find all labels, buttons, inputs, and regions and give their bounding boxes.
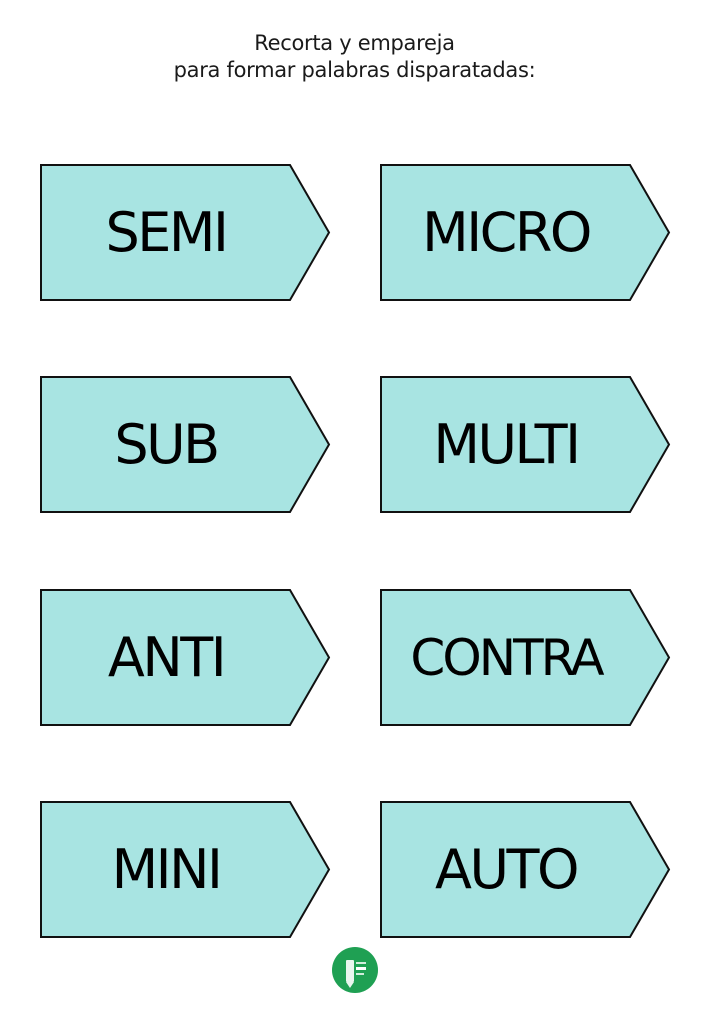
word-card-semi: SEMI (40, 164, 332, 301)
instructions-heading: Recorta y empareja para formar palabras … (0, 30, 709, 84)
heading-line-2: para formar palabras disparatadas: (173, 58, 536, 82)
arrow-tag-shape (380, 164, 671, 301)
card-word: MICRO (422, 201, 592, 264)
word-card-multi: MULTI (380, 376, 672, 513)
word-card-auto: AUTO (380, 801, 672, 938)
arrow-tag-shape (40, 589, 331, 726)
word-card-mini: MINI (40, 801, 332, 938)
word-card-contra: CONTRA (380, 589, 672, 726)
card-word: MINI (111, 838, 223, 901)
arrow-tag-shape (380, 376, 671, 513)
pencil-logo-icon (346, 960, 366, 988)
arrow-tag-shape (380, 589, 671, 726)
heading-line-1: Recorta y empareja (254, 31, 455, 55)
arrow-tag-shape (40, 801, 331, 938)
card-word: AUTO (435, 838, 579, 901)
word-card-anti: ANTI (40, 589, 332, 726)
card-word: MULTI (433, 413, 581, 476)
card-word: SEMI (105, 201, 229, 264)
card-word: CONTRA (410, 628, 604, 687)
arrow-tag-shape (40, 164, 331, 301)
arrow-tag-shape (40, 376, 331, 513)
brand-logo (332, 947, 378, 993)
card-word: ANTI (107, 626, 227, 689)
arrow-tag-shape (380, 801, 671, 938)
word-card-micro: MICRO (380, 164, 672, 301)
card-word: SUB (114, 413, 220, 476)
word-card-sub: SUB (40, 376, 332, 513)
